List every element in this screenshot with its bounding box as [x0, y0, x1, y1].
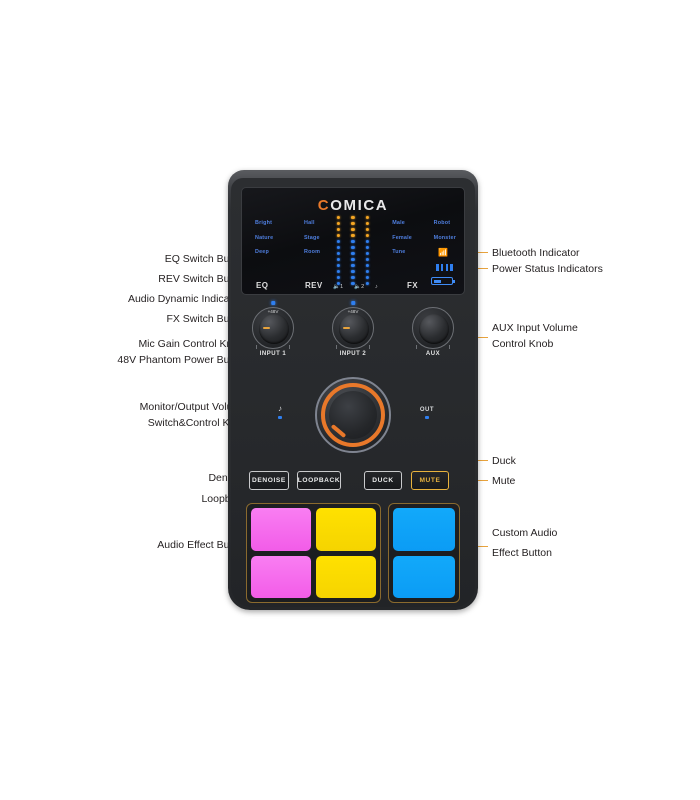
- preset-room[interactable]: Room: [304, 249, 321, 255]
- meter-mic2: [351, 216, 355, 286]
- preset-deep[interactable]: Deep: [255, 249, 269, 255]
- aux-input-volume-knob[interactable]: AUX: [410, 307, 456, 357]
- annotation-duck: Duck: [492, 455, 516, 467]
- power-bar: [450, 264, 453, 271]
- rev-switch-button[interactable]: REV: [305, 281, 323, 290]
- monitor-output-volume-knob[interactable]: [315, 377, 391, 453]
- function-button-row: DENOISE LOOPBACK DUCK MUTE: [234, 471, 472, 493]
- preset-tune[interactable]: Tune: [392, 249, 406, 255]
- pad-zone: [246, 503, 460, 603]
- brand-logo-accent: C: [317, 197, 331, 214]
- fx-preset-column-right: Robot Monster: [434, 220, 456, 249]
- knob-marker-1: [263, 327, 270, 329]
- power-bar: [445, 264, 449, 271]
- fx-switch-button[interactable]: FX: [406, 281, 418, 290]
- knob-ring-2[interactable]: +48V: [332, 307, 374, 349]
- pad-yellow-1[interactable]: [315, 508, 376, 551]
- knob-ring-aux[interactable]: [412, 307, 454, 349]
- knob-marker-2: [343, 327, 350, 329]
- brand-logo: COMICA: [317, 197, 389, 214]
- meter-headphone: [365, 216, 370, 286]
- annotation-aux-input-line1: AUX Input Volume: [492, 322, 578, 334]
- annotation-phantom-power-button: 48V Phantom Power Button: [117, 354, 247, 366]
- annotation-custom-audio-line1: Custom Audio: [492, 527, 558, 539]
- mic-gain-knob-input2[interactable]: +48V INPUT 2: [330, 301, 376, 357]
- preset-male[interactable]: Male: [392, 220, 406, 226]
- out-indicator: OUT: [420, 407, 434, 420]
- phantom-label-2: +48V: [347, 309, 359, 314]
- preset-stage[interactable]: Stage: [304, 234, 320, 241]
- pad-blue-2[interactable]: [392, 555, 455, 598]
- mute-button[interactable]: MUTE: [411, 471, 449, 490]
- power-bar: [436, 264, 439, 271]
- annotation-monitor-volume-line1: Monitor/Output Volume: [139, 401, 247, 413]
- input-knob-row: +48V INPUT 1 +48V INPUT 2: [234, 301, 472, 367]
- fx-preset-column-left: Male Female Tune: [392, 220, 412, 264]
- preset-female[interactable]: Female: [392, 234, 412, 241]
- audio-dynamic-indicators: [336, 216, 370, 286]
- eq-switch-button[interactable]: EQ: [256, 281, 269, 290]
- annotation-fx-switch-button: FX Switch Button: [166, 313, 247, 325]
- annotation-custom-audio-line2: Effect Button: [492, 547, 552, 559]
- annotation-audio-dynamic-indicators: Audio Dynamic Indicators: [127, 293, 247, 305]
- phantom-power-led-1: [271, 301, 275, 305]
- annotation-bluetooth-indicator: Bluetooth Indicator: [492, 247, 580, 259]
- display-screen: COMICA Bright Nature Deep Hall Stage Roo…: [241, 187, 465, 295]
- phantom-label-1: +48V: [267, 309, 279, 314]
- annotation-monitor-volume-line2: Switch&Control Knob: [147, 417, 247, 429]
- bluetooth-icon: 📶: [438, 248, 448, 257]
- power-status-indicators: [436, 264, 453, 271]
- pad-pink-1[interactable]: [251, 508, 311, 551]
- duck-button[interactable]: DUCK: [364, 471, 402, 490]
- phantom-power-led-2: [351, 301, 355, 305]
- denoise-button[interactable]: DENOISE: [249, 471, 289, 490]
- annotation-rev-switch-button: REV Switch Button: [158, 273, 247, 285]
- preset-monster[interactable]: Monster: [433, 234, 456, 241]
- device-face: COMICA Bright Nature Deep Hall Stage Roo…: [234, 181, 472, 605]
- preset-hall[interactable]: Hall: [304, 220, 315, 226]
- knob-cap-1[interactable]: [259, 314, 289, 344]
- main-knob-pointer: [330, 424, 347, 438]
- comica-audio-mixer-device: COMICA Bright Nature Deep Hall Stage Roo…: [228, 170, 478, 610]
- preset-bright[interactable]: Bright: [255, 220, 273, 226]
- pad-yellow-2[interactable]: [315, 555, 376, 598]
- annotation-aux-input-line2: Control Knob: [492, 338, 554, 350]
- knob-label-input2: INPUT 2: [339, 351, 367, 357]
- meter-mic1: [336, 216, 341, 286]
- annotation-power-status-indicators: Power Status Indicators: [492, 263, 603, 275]
- annotation-mic-gain-knob: Mic Gain Control Knob/: [138, 338, 247, 350]
- knob-label-input1: INPUT 1: [259, 351, 287, 357]
- audio-effect-pad-group: [246, 503, 381, 603]
- pad-blue-1[interactable]: [392, 508, 455, 551]
- headphone-indicator: ♪: [278, 404, 282, 420]
- preset-robot[interactable]: Robot: [433, 220, 451, 226]
- meter-label-mic2: 🔈2: [354, 284, 365, 290]
- annotation-mute: Mute: [492, 475, 516, 487]
- meter-label-headphone: ♪: [375, 284, 378, 290]
- rev-preset-column: Hall Stage Room: [304, 220, 320, 264]
- pad-pink-2[interactable]: [251, 555, 311, 598]
- mic-gain-knob-input1[interactable]: +48V INPUT 1: [250, 301, 296, 357]
- meter-label-mic1: 🔈1: [333, 284, 344, 290]
- preset-nature[interactable]: Nature: [255, 234, 274, 241]
- knob-label-aux: AUX: [425, 351, 441, 357]
- annotation-audio-effect-button: Audio Effect Button: [157, 539, 247, 551]
- power-bar: [440, 264, 444, 271]
- knob-cap-aux[interactable]: [419, 314, 449, 344]
- custom-audio-effect-pad-group: [387, 503, 460, 603]
- loopback-button[interactable]: LOOPBACK: [297, 471, 341, 490]
- annotation-eq-switch-button: EQ Switch Button: [164, 253, 247, 265]
- knob-cap-2[interactable]: [339, 314, 369, 344]
- battery-icon: [431, 277, 455, 285]
- eq-preset-column: Bright Nature Deep: [255, 220, 273, 264]
- knob-ring-1[interactable]: +48V: [252, 307, 294, 349]
